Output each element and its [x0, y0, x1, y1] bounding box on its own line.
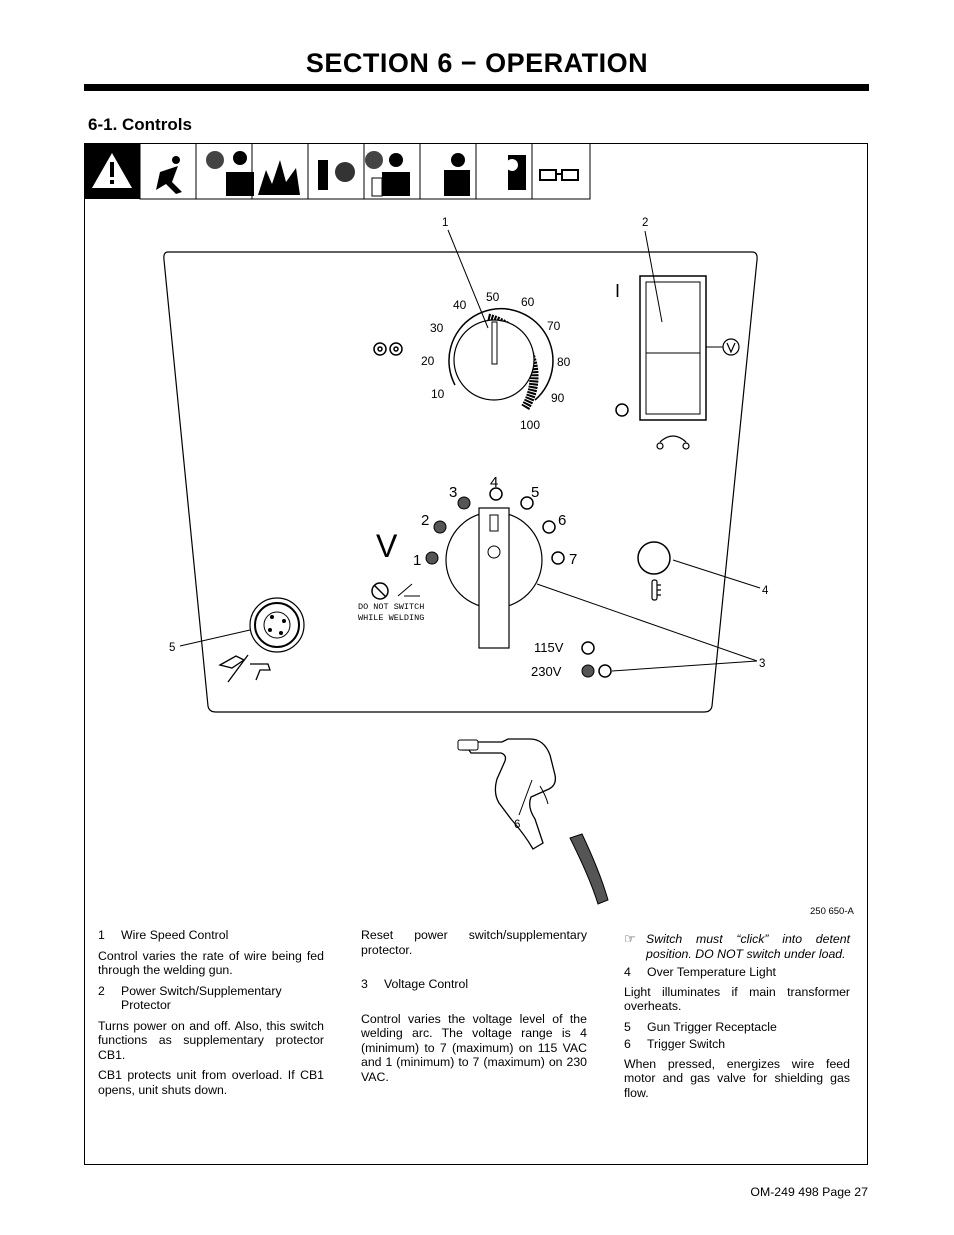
voltage-label: 6 [558, 512, 566, 529]
voltage-label: 1 [413, 552, 421, 569]
caution-note: ☞ Switch must “click” into detent positi… [624, 931, 850, 961]
title-rule [84, 84, 869, 91]
voltage-symbol: V [376, 528, 398, 564]
reset-text: Reset power switch/supplementary protect… [361, 928, 587, 957]
subsection-heading: 6-1. Controls [88, 115, 192, 134]
over-temperature-light [637, 541, 671, 575]
indicator-230-label: 230V [531, 664, 562, 679]
callout-4: 4 [762, 585, 769, 597]
callout-2: 2 [642, 217, 648, 229]
voltage-position-dots [425, 487, 565, 565]
callout-1: 1 [442, 217, 448, 229]
voltage-label: 3 [449, 484, 457, 501]
dial-tick-label: 80 [557, 355, 571, 369]
callout-6: 6 [514, 819, 520, 831]
callout-5: 5 [169, 642, 175, 654]
dial-tick-label: 90 [551, 391, 565, 405]
voltage-label: 7 [569, 551, 577, 568]
item-3-text: Control varies the voltage level of the … [361, 1011, 587, 1084]
item-1-text: Control varies the rate of wire being fe… [98, 948, 324, 978]
item-2-text: Turns power on and off. Also, this switc… [98, 1018, 324, 1062]
page-footer: OM-249 498 Page 27 [750, 1185, 868, 1199]
dial-tick-label: 20 [421, 354, 435, 368]
voltage-label: 5 [531, 484, 539, 501]
safety-symbols-strip [84, 143, 591, 200]
indicator-230-ring [598, 664, 612, 678]
mig-gun [457, 738, 609, 905]
switch-on-symbol: I [615, 281, 620, 301]
figure-id: 250 650-A [810, 906, 854, 917]
thermometer-icon [651, 579, 661, 601]
callout-numbers: 1 2 3 4 5 6 [169, 217, 769, 831]
voltmeter-icon [706, 338, 740, 356]
item-4-text: Light illuminates if main transformer ov… [624, 984, 850, 1014]
dial-tick-label: 50 [486, 290, 500, 304]
wire-spool-icon [373, 342, 403, 356]
welding-gun-icon [218, 654, 271, 683]
do-not-switch-warning: DO NOT SWITCH WHILE WELDING [358, 582, 424, 623]
voltage-position-labels: 1 2 3 4 5 6 7 [413, 474, 577, 569]
dial-tick-label: 70 [547, 319, 561, 333]
controls-diagram: 10 20 30 40 50 60 70 80 90 100 I [84, 143, 769, 905]
voltage-selector-knob[interactable] [445, 507, 543, 649]
warning-text: DO NOT SWITCH [358, 602, 424, 612]
circuit-breaker-icon [656, 435, 690, 450]
switch-off-symbol [615, 403, 629, 417]
callout-3: 3 [759, 658, 765, 670]
dial-tick-label: 60 [521, 295, 535, 309]
power-switch[interactable] [639, 275, 707, 421]
safety-glasses-icon [531, 143, 591, 200]
item-2-text: CB1 protects unit from overload. If CB1 … [98, 1068, 324, 1097]
dial-tick-label: 10 [431, 387, 445, 401]
warning-text: WHILE WELDING [358, 613, 424, 623]
control-panel-outline [163, 251, 758, 713]
pointing-hand-icon: ☞ [624, 931, 636, 946]
dial-tick-label: 30 [430, 321, 444, 335]
voltage-label: 4 [490, 474, 498, 491]
indicator-230-light [581, 664, 595, 678]
text-column-3: ☞ Switch must “click” into detent positi… [624, 931, 850, 1106]
voltage-label: 2 [421, 512, 429, 529]
item-6-text: When pressed, energizes wire feed motor … [624, 1056, 850, 1100]
indicator-115-label: 115V [534, 640, 564, 655]
dial-tick-label: 100 [520, 418, 540, 432]
gun-trigger-receptacle[interactable] [249, 597, 305, 653]
indicator-115-light [581, 641, 595, 655]
wire-speed-scale: 10 20 30 40 50 60 70 80 90 100 [421, 290, 571, 432]
callout-leaders [179, 229, 761, 816]
section-title: SECTION 6 − OPERATION [305, 48, 649, 78]
wire-speed-dial[interactable] [448, 307, 554, 411]
text-column-2: Reset power switch/supplementary protect… [361, 928, 587, 1090]
dial-tick-label: 40 [453, 298, 467, 312]
